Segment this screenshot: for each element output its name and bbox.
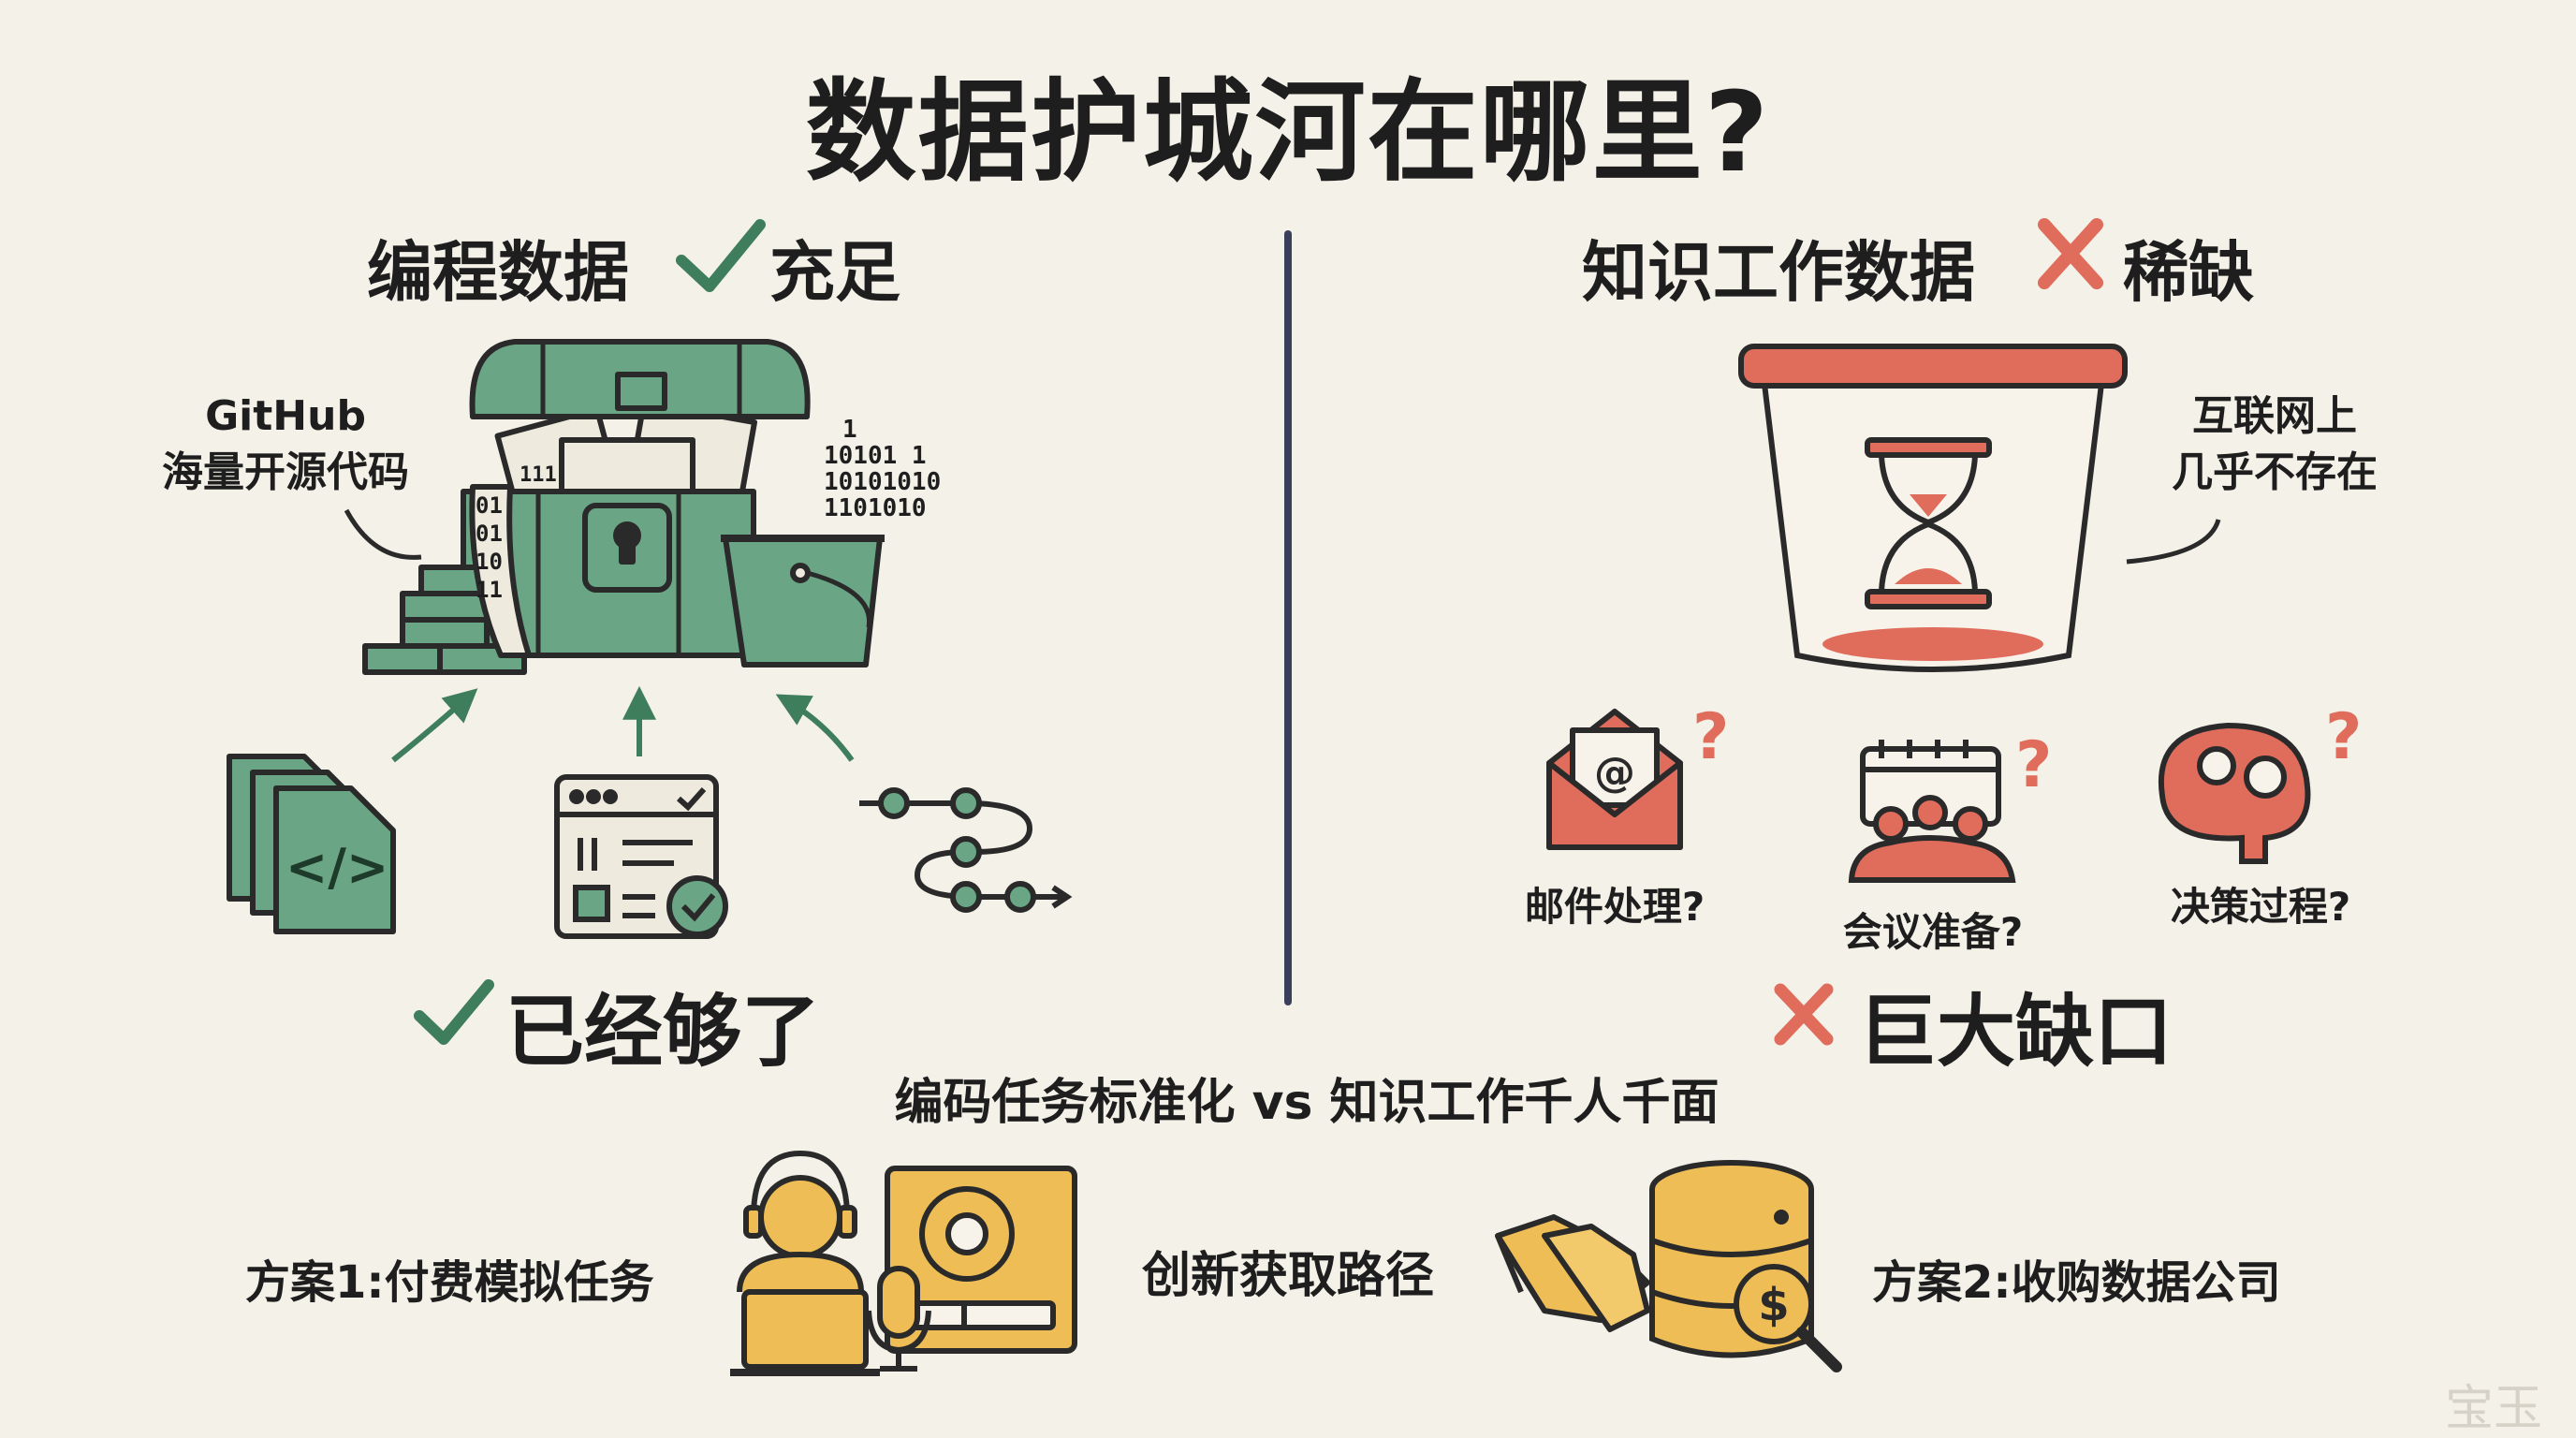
right-callout-line1: 互联网上 [2192, 392, 2357, 440]
binary-line: 10101010 [824, 468, 942, 496]
left-callout-line2: 海量开源代码 [162, 448, 409, 496]
item-label-meeting: 会议准备? [1842, 909, 2024, 955]
center-label: 创新获取路径 [1141, 1248, 1435, 1304]
left-callout: GitHub 海量开源代码 [162, 389, 409, 501]
right-callout: 互联网上 几乎不存在 [2172, 389, 2378, 501]
watermark: 宝玉 [2445, 1381, 2543, 1437]
handshake-icon [1495, 1214, 1650, 1332]
svg-text:@: @ [1594, 749, 1635, 797]
svg-text:?: ? [1692, 700, 1729, 774]
left-callout-line1: GitHub [205, 392, 366, 440]
left-conclusion: 已经够了 [505, 986, 821, 1078]
hourglass-icon [1865, 437, 1992, 609]
page-title: 数据护城河在哪里? [805, 67, 1771, 197]
brain-gears-icon [2158, 722, 2311, 864]
binary-strip: 01 01 10 11 [476, 492, 503, 604]
left-heading: 编程数据 [367, 234, 629, 311]
question-marks: ? ? ? [1692, 700, 2362, 802]
speaker-icon [885, 1166, 1077, 1354]
binary-strip-digit: 01 [476, 521, 503, 547]
callout-line-right [2126, 519, 2221, 565]
headset-person-icon [730, 1150, 880, 1376]
check-icon [676, 219, 766, 292]
right-conclusion: 巨大缺口 [1858, 986, 2174, 1078]
right-heading: 知识工作数据 [1582, 234, 1975, 311]
plan1-label: 方案1:付费模拟任务 [245, 1256, 654, 1309]
svg-text:?: ? [2015, 728, 2052, 802]
binary-digits: 1 10101 1 10101010 1101010 [824, 417, 941, 521]
plan2-label: 方案2:收购数据公司 [1872, 1256, 2281, 1309]
svg-text:?: ? [2325, 700, 2362, 774]
conclusion-cross-icon [1774, 983, 1834, 1046]
item-label-email: 邮件处理? [1524, 884, 1705, 930]
dollar-magnifier-icon: $ [1734, 1264, 1842, 1372]
right-heading-status: 稀缺 [2123, 234, 2254, 311]
cross-icon [2038, 218, 2103, 289]
conclusion-check-icon [414, 979, 494, 1045]
email-icon: @ [1546, 709, 1683, 850]
code-glyph: </> [285, 838, 389, 897]
meeting-icon [1848, 740, 2016, 883]
item-label-decision: 决策过程? [2170, 884, 2351, 930]
binary-line: 10101 1 [824, 442, 927, 470]
microphone-icon [866, 1266, 931, 1372]
binary-strip-digit: 01 [476, 492, 503, 519]
right-callout-line2: 几乎不存在 [2172, 448, 2378, 496]
callout-line-left [344, 508, 422, 560]
binary-strip-digit: 10 [476, 549, 503, 575]
binary-line: 1 [842, 416, 857, 444]
binary-small: 111 [520, 463, 557, 487]
binary-line: 1101010 [824, 494, 927, 522]
browser-window-icon [554, 774, 728, 939]
git-branch-icon [859, 787, 1073, 913]
comparison-text: 编码任务标准化 vs 知识工作千人千面 [894, 1075, 1720, 1131]
arrow-right [775, 694, 855, 762]
svg-text:$: $ [1758, 1279, 1789, 1331]
binary-strip-digit: 11 [476, 577, 503, 603]
treasure-chest-icon [362, 339, 885, 675]
arrow-left [391, 688, 478, 763]
code-files-icon [227, 754, 396, 934]
left-heading-status: 充足 [769, 234, 900, 311]
